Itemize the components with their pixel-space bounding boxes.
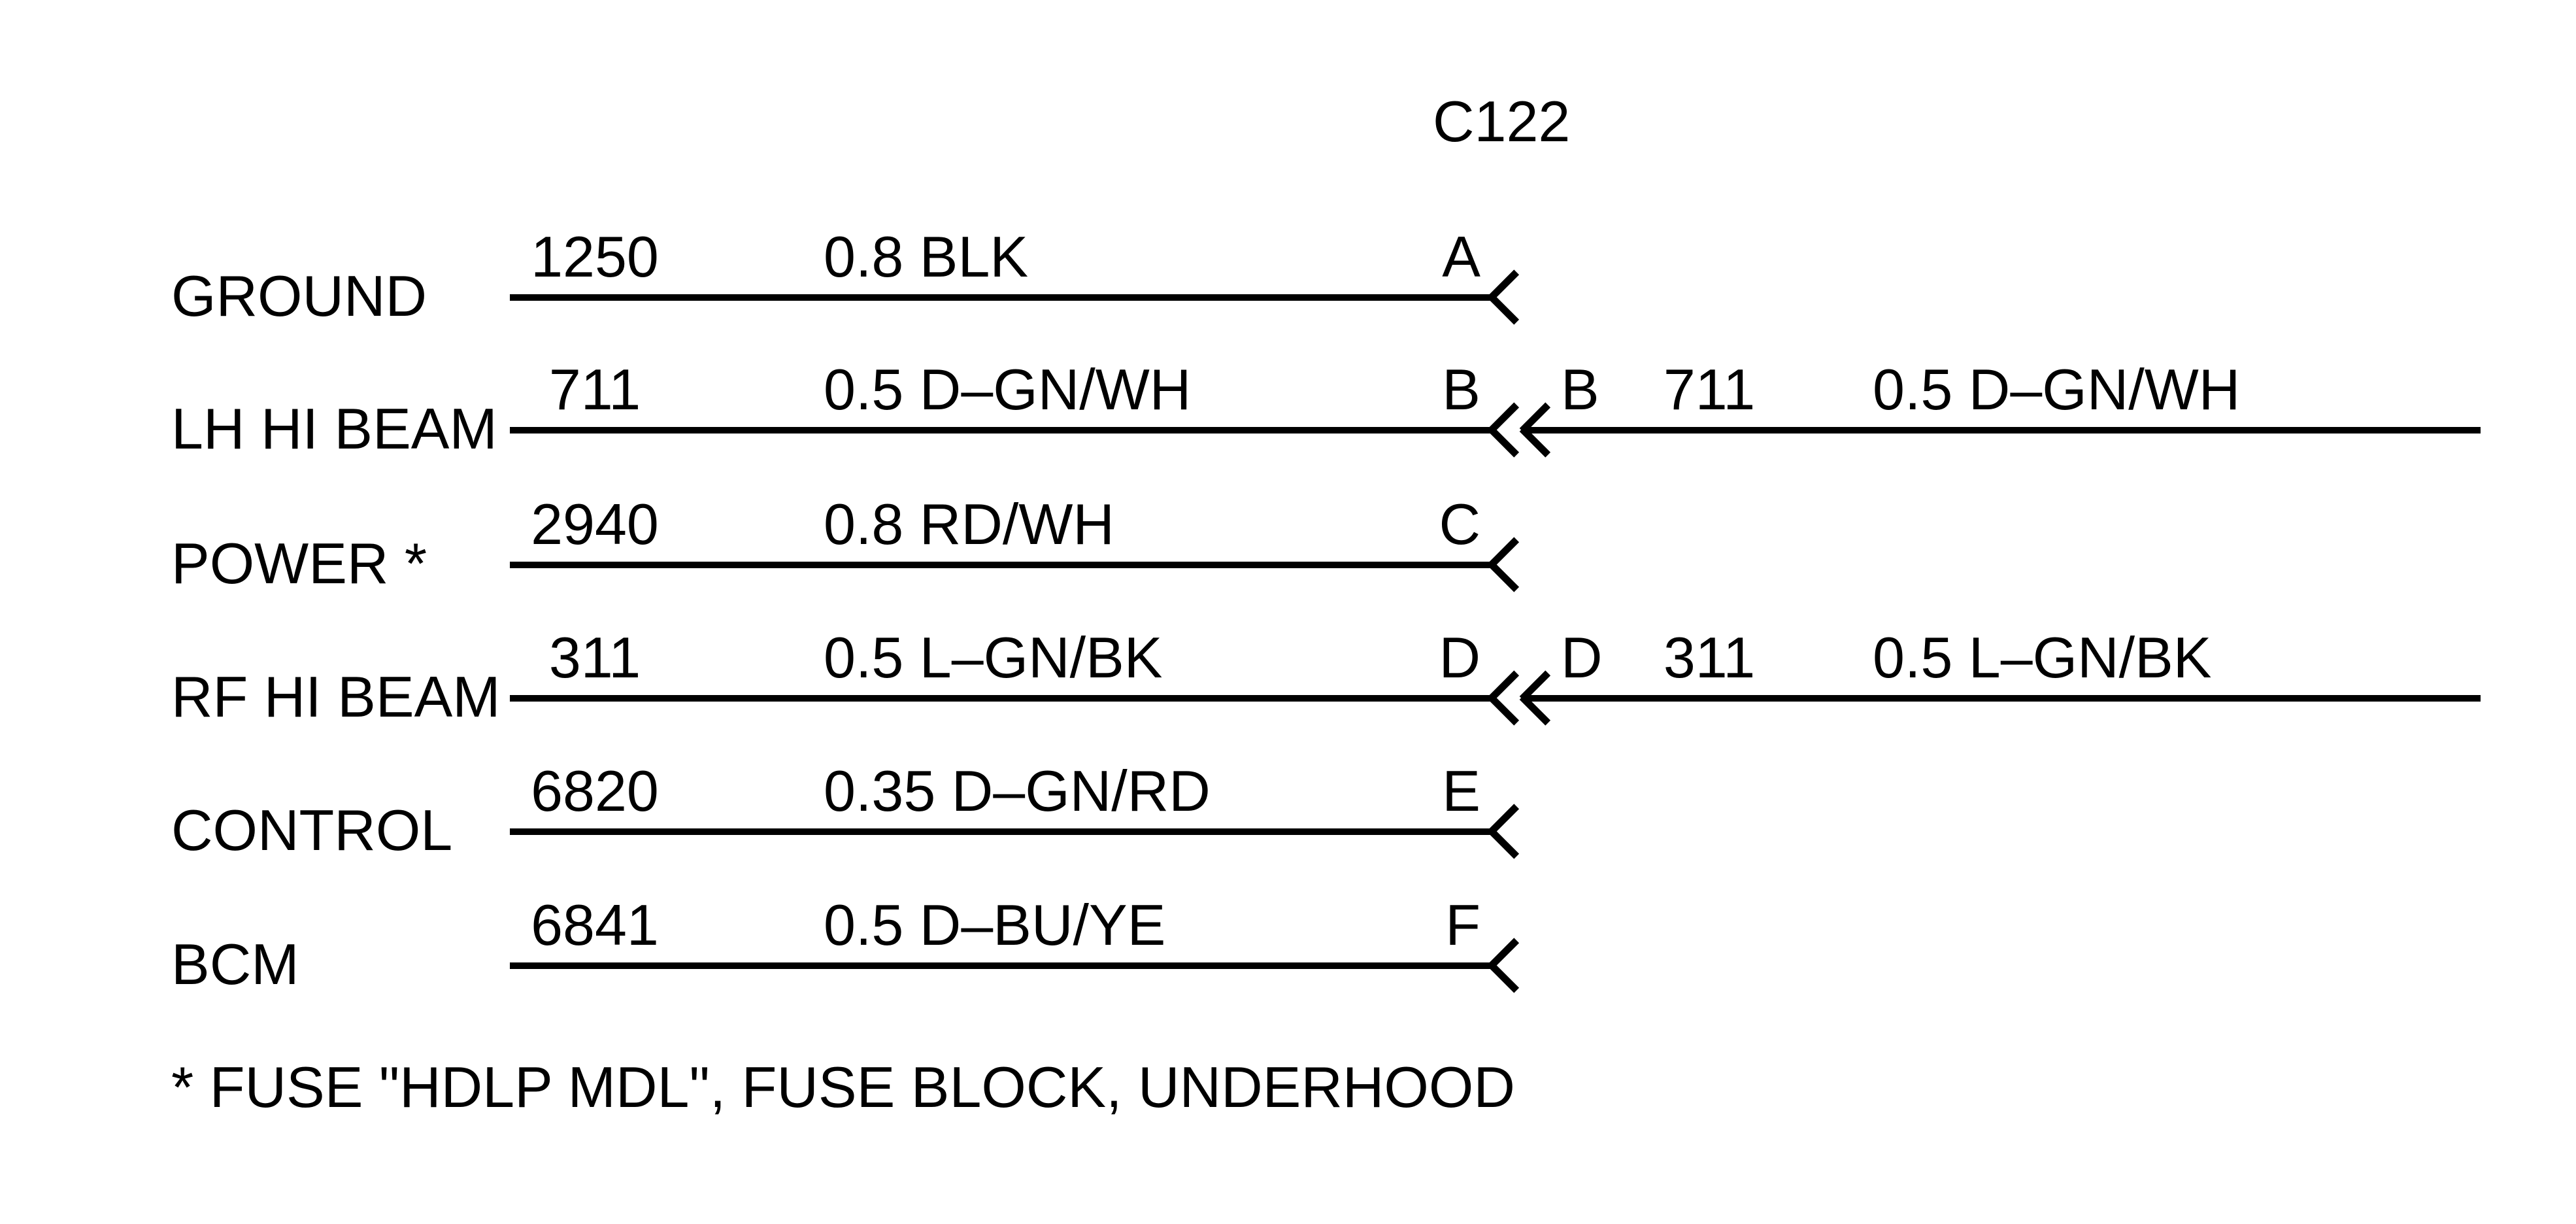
wire-line: [510, 294, 1492, 301]
wire-number: 311: [548, 625, 641, 690]
wire-number-right: 311: [1663, 625, 1756, 690]
wire-number: 711: [548, 357, 641, 422]
pin-letter: F: [1445, 892, 1480, 957]
wire-row: GROUND 1250 0.8 BLK A: [0, 199, 2576, 396]
wire-number: 6841: [531, 892, 659, 957]
pin-letter: B: [1442, 357, 1480, 422]
circuit-label: RF HI BEAM: [171, 664, 501, 729]
wire-line: [510, 562, 1492, 568]
pin-letter: A: [1442, 224, 1480, 289]
circuit-label: BCM: [171, 932, 299, 996]
circuit-label: LH HI BEAM: [171, 396, 497, 461]
wire-line: [510, 828, 1492, 835]
wire-number: 6820: [531, 758, 659, 823]
wire-number: 2940: [531, 492, 659, 556]
wire-row: POWER * 2940 0.8 RD/WH C: [0, 467, 2576, 663]
pin-letter-right: B: [1561, 357, 1599, 422]
wire-row: CONTROL 6820 0.35 D–GN/RD E: [0, 734, 2576, 930]
pin-letter: D: [1439, 625, 1480, 690]
wire-line: [510, 962, 1492, 969]
wire-line: [510, 427, 1492, 434]
wire-line-right: [1523, 427, 2481, 434]
pin-letter: E: [1442, 758, 1480, 823]
wire-line-right: [1523, 695, 2481, 702]
circuit-label: GROUND: [171, 264, 427, 328]
footnote: * FUSE "HDLP MDL", FUSE BLOCK, UNDERHOOD: [171, 1055, 1515, 1119]
wire-row: RF HI BEAM 311 0.5 L–GN/BK D D 311 0.5 L…: [0, 600, 2576, 796]
wire-row: LH HI BEAM 711 0.5 D–GN/WH B B 711 0.5 D…: [0, 332, 2576, 528]
connector-label: C122: [1433, 89, 1571, 154]
wire-color-code: 0.8 BLK: [824, 224, 1029, 289]
wire-color-code: 0.5 D–GN/WH: [824, 357, 1192, 422]
wire-number: 1250: [531, 224, 659, 289]
wire-number-right: 711: [1663, 357, 1756, 422]
wire-color-code: 0.5 L–GN/BK: [824, 625, 1163, 690]
pin-letter: C: [1439, 492, 1480, 556]
wire-line: [510, 695, 1492, 702]
wire-row: BCM 6841 0.5 D–BU/YE F: [0, 868, 2576, 1064]
wire-color-code-right: 0.5 D–GN/WH: [1873, 357, 2241, 422]
wire-color-code-right: 0.5 L–GN/BK: [1873, 625, 2212, 690]
wire-color-code: 0.5 D–BU/YE: [824, 892, 1166, 957]
circuit-label: CONTROL: [171, 798, 453, 862]
wire-color-code: 0.35 D–GN/RD: [824, 758, 1211, 823]
circuit-label: POWER *: [171, 531, 427, 596]
wire-color-code: 0.8 RD/WH: [824, 492, 1114, 556]
pin-letter-right: D: [1561, 625, 1603, 690]
